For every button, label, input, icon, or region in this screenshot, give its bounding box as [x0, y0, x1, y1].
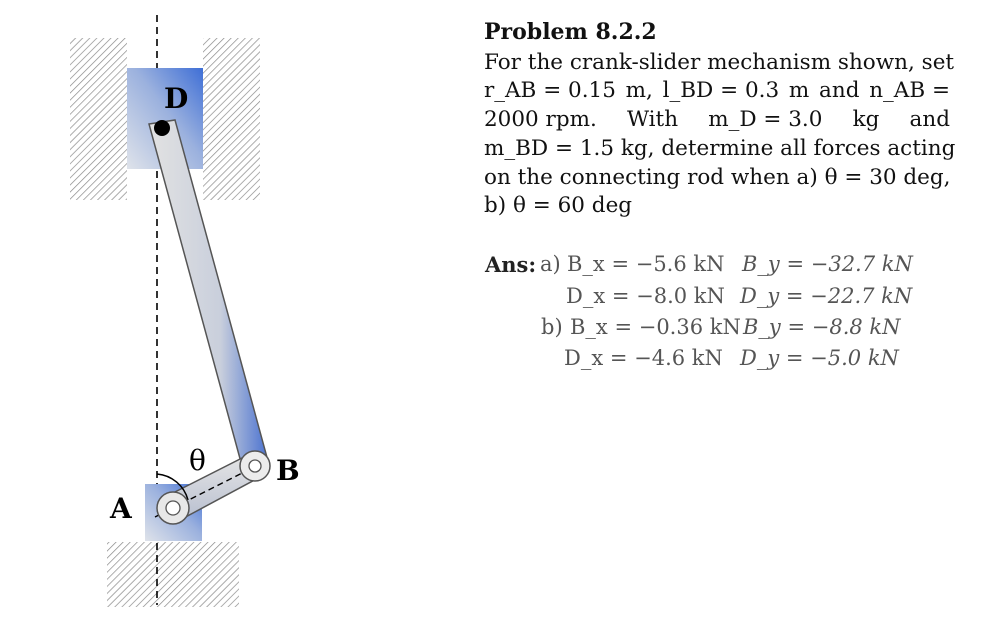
answer-a-By: B_y = −32.7 kN — [742, 252, 913, 276]
crank-slider-figure: D B A θ — [70, 15, 300, 607]
right-guide-wall — [203, 38, 260, 200]
answer-b-Bx: B_x = −0.36 kN — [570, 315, 741, 339]
angle-arc — [156, 473, 189, 501]
answer-a-Dy: D_y = −22.7 kN — [740, 284, 913, 308]
problem-line-5: on the connecting rod when a) θ = 30 deg… — [484, 164, 951, 190]
label-A: A — [109, 492, 133, 525]
joint-A-inner — [165, 500, 181, 516]
answer-b-prefix: b) — [541, 315, 563, 339]
answer-b-Dy: D_y = −5.0 kN — [740, 346, 899, 370]
answer-a-Dx: D_x = −8.0 kN — [566, 284, 725, 308]
label-D: D — [164, 82, 188, 115]
joint-D — [154, 120, 170, 136]
label-theta: θ — [189, 444, 206, 477]
ground-base — [107, 542, 239, 607]
left-guide-wall — [70, 38, 127, 200]
problem-statement: Problem 8.2.2 For the crank-slider mecha… — [484, 18, 956, 221]
problem-line-4: m_BD = 1.5 kg, determine all forces acti… — [484, 135, 956, 161]
problem-title: Problem 8.2.2 — [484, 19, 657, 45]
problem-line-1: For the crank-slider mechanism shown, se… — [484, 49, 955, 75]
problem-line-2: r_AB = 0.15 m, l_BD = 0.3 m and n_AB = — [484, 78, 950, 104]
label-B: B — [276, 454, 300, 487]
problem-line-6: b) θ = 60 deg — [484, 193, 633, 219]
answer-a-Bx: B_x = −5.6 kN — [567, 252, 725, 276]
answer-label: Ans: — [485, 252, 537, 277]
answer-a-prefix: a) — [540, 252, 561, 276]
answer-b-By: B_y = −8.8 kN — [743, 315, 901, 339]
joint-B-inner — [248, 459, 262, 473]
answer-b-Dx: D_x = −4.6 kN — [564, 346, 723, 370]
problem-line-3: 2000 rpm. With m_D = 3.0 kg and — [484, 107, 950, 133]
